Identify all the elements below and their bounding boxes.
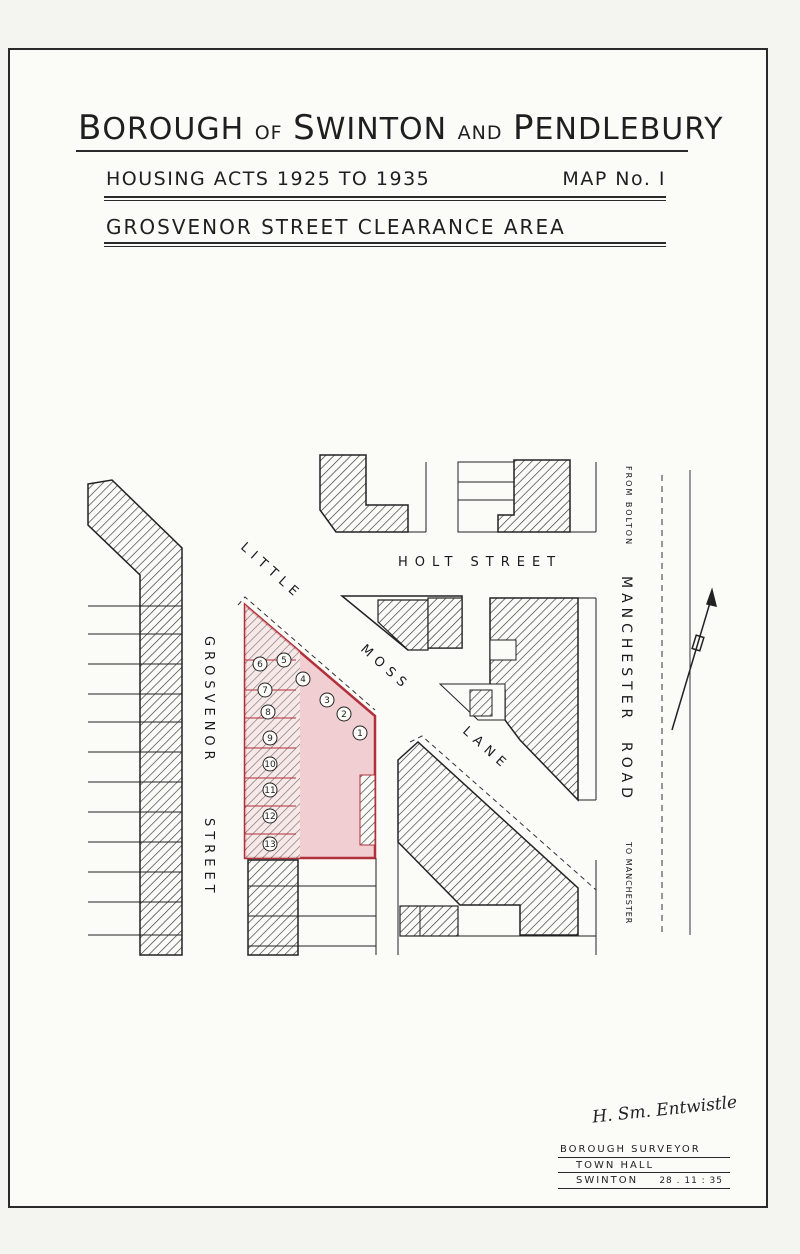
plot-9: 9 — [262, 730, 278, 746]
plot-13: 13 — [262, 836, 278, 852]
title-rule — [76, 150, 688, 152]
svg-text:4: 4 — [300, 675, 306, 685]
manchester-road-lines — [661, 470, 691, 936]
stamp-rule-3 — [558, 1188, 730, 1189]
holt-street-label: HOLT STREET — [398, 555, 562, 570]
road-label: ROAD — [618, 742, 634, 803]
plot-1: 1 — [352, 725, 368, 741]
svg-text:9: 9 — [267, 734, 273, 744]
svg-text:6: 6 — [257, 660, 263, 670]
plot-10: 10 — [262, 756, 278, 772]
clearance-area-title: GROSVENOR STREET CLEARANCE AREA — [106, 215, 566, 239]
plot-12: 12 — [262, 808, 278, 824]
little-label: LITTLE — [237, 540, 305, 603]
from-bolton-label: FROM BOLTON — [624, 466, 633, 546]
street-label: STREET — [201, 818, 216, 898]
svg-text:11: 11 — [264, 786, 275, 796]
grosvenor-label: GROSVENOR — [201, 636, 216, 765]
north-arrow — [671, 587, 718, 731]
stamp-line-2: TOWN HALL — [576, 1160, 655, 1171]
west-terrace — [87, 479, 183, 956]
acts-rule-thin — [104, 200, 666, 201]
stamp-rule-1 — [558, 1157, 730, 1158]
manchester-label: MANCHESTER — [618, 576, 634, 723]
svg-text:2: 2 — [341, 710, 347, 720]
plot-4: 4 — [295, 671, 311, 687]
lane-label: LANE — [459, 724, 512, 774]
boundary-lines — [237, 596, 597, 891]
svg-text:1: 1 — [357, 729, 363, 739]
acts-rule — [104, 196, 666, 198]
southeast-buildings — [397, 740, 597, 955]
svg-text:7: 7 — [262, 686, 268, 696]
svg-text:12: 12 — [264, 812, 275, 822]
plot-11: 11 — [262, 782, 278, 798]
plot-6: 6 — [252, 656, 268, 672]
moss-label: MOSS — [357, 642, 413, 695]
holt-street-north-buildings — [319, 454, 597, 533]
plot-7: 7 — [257, 682, 273, 698]
svg-text:3: 3 — [324, 696, 330, 706]
plot-5: 5 — [276, 652, 292, 668]
central-buildings — [339, 595, 597, 802]
clearance-rule-thin — [104, 246, 666, 247]
map-title: BOROUGH OF SWINTON AND PENDLEBURY — [78, 108, 724, 151]
to-manchester-label: TO MANCHESTER — [624, 841, 633, 924]
stamp-line-3: SWINTON 28 . 11 : 35 — [576, 1175, 724, 1186]
plot-3: 3 — [319, 692, 335, 708]
stamp-line-1: BOROUGH SURVEYOR — [560, 1144, 701, 1155]
clearance-rule — [104, 242, 666, 244]
stamp-date: 28 . 11 : 35 — [659, 1176, 724, 1186]
svg-text:13: 13 — [264, 840, 275, 850]
borough-title: BOROUGH OF SWINTON AND PENDLEBURY — [78, 108, 724, 148]
stamp-rule-2 — [558, 1172, 730, 1173]
plot-2: 2 — [336, 706, 352, 722]
svg-text:10: 10 — [264, 760, 276, 770]
svg-text:8: 8 — [265, 708, 271, 718]
plot-numbers: 1 2 3 4 5 6 7 8 9 10 11 12 13 — [252, 652, 368, 852]
plot-8: 8 — [260, 704, 276, 720]
svg-text:5: 5 — [281, 656, 287, 666]
housing-acts-line: HOUSING ACTS 1925 TO 1935 MAP No. I — [106, 168, 666, 190]
grosvenor-east-terrace — [247, 858, 377, 956]
